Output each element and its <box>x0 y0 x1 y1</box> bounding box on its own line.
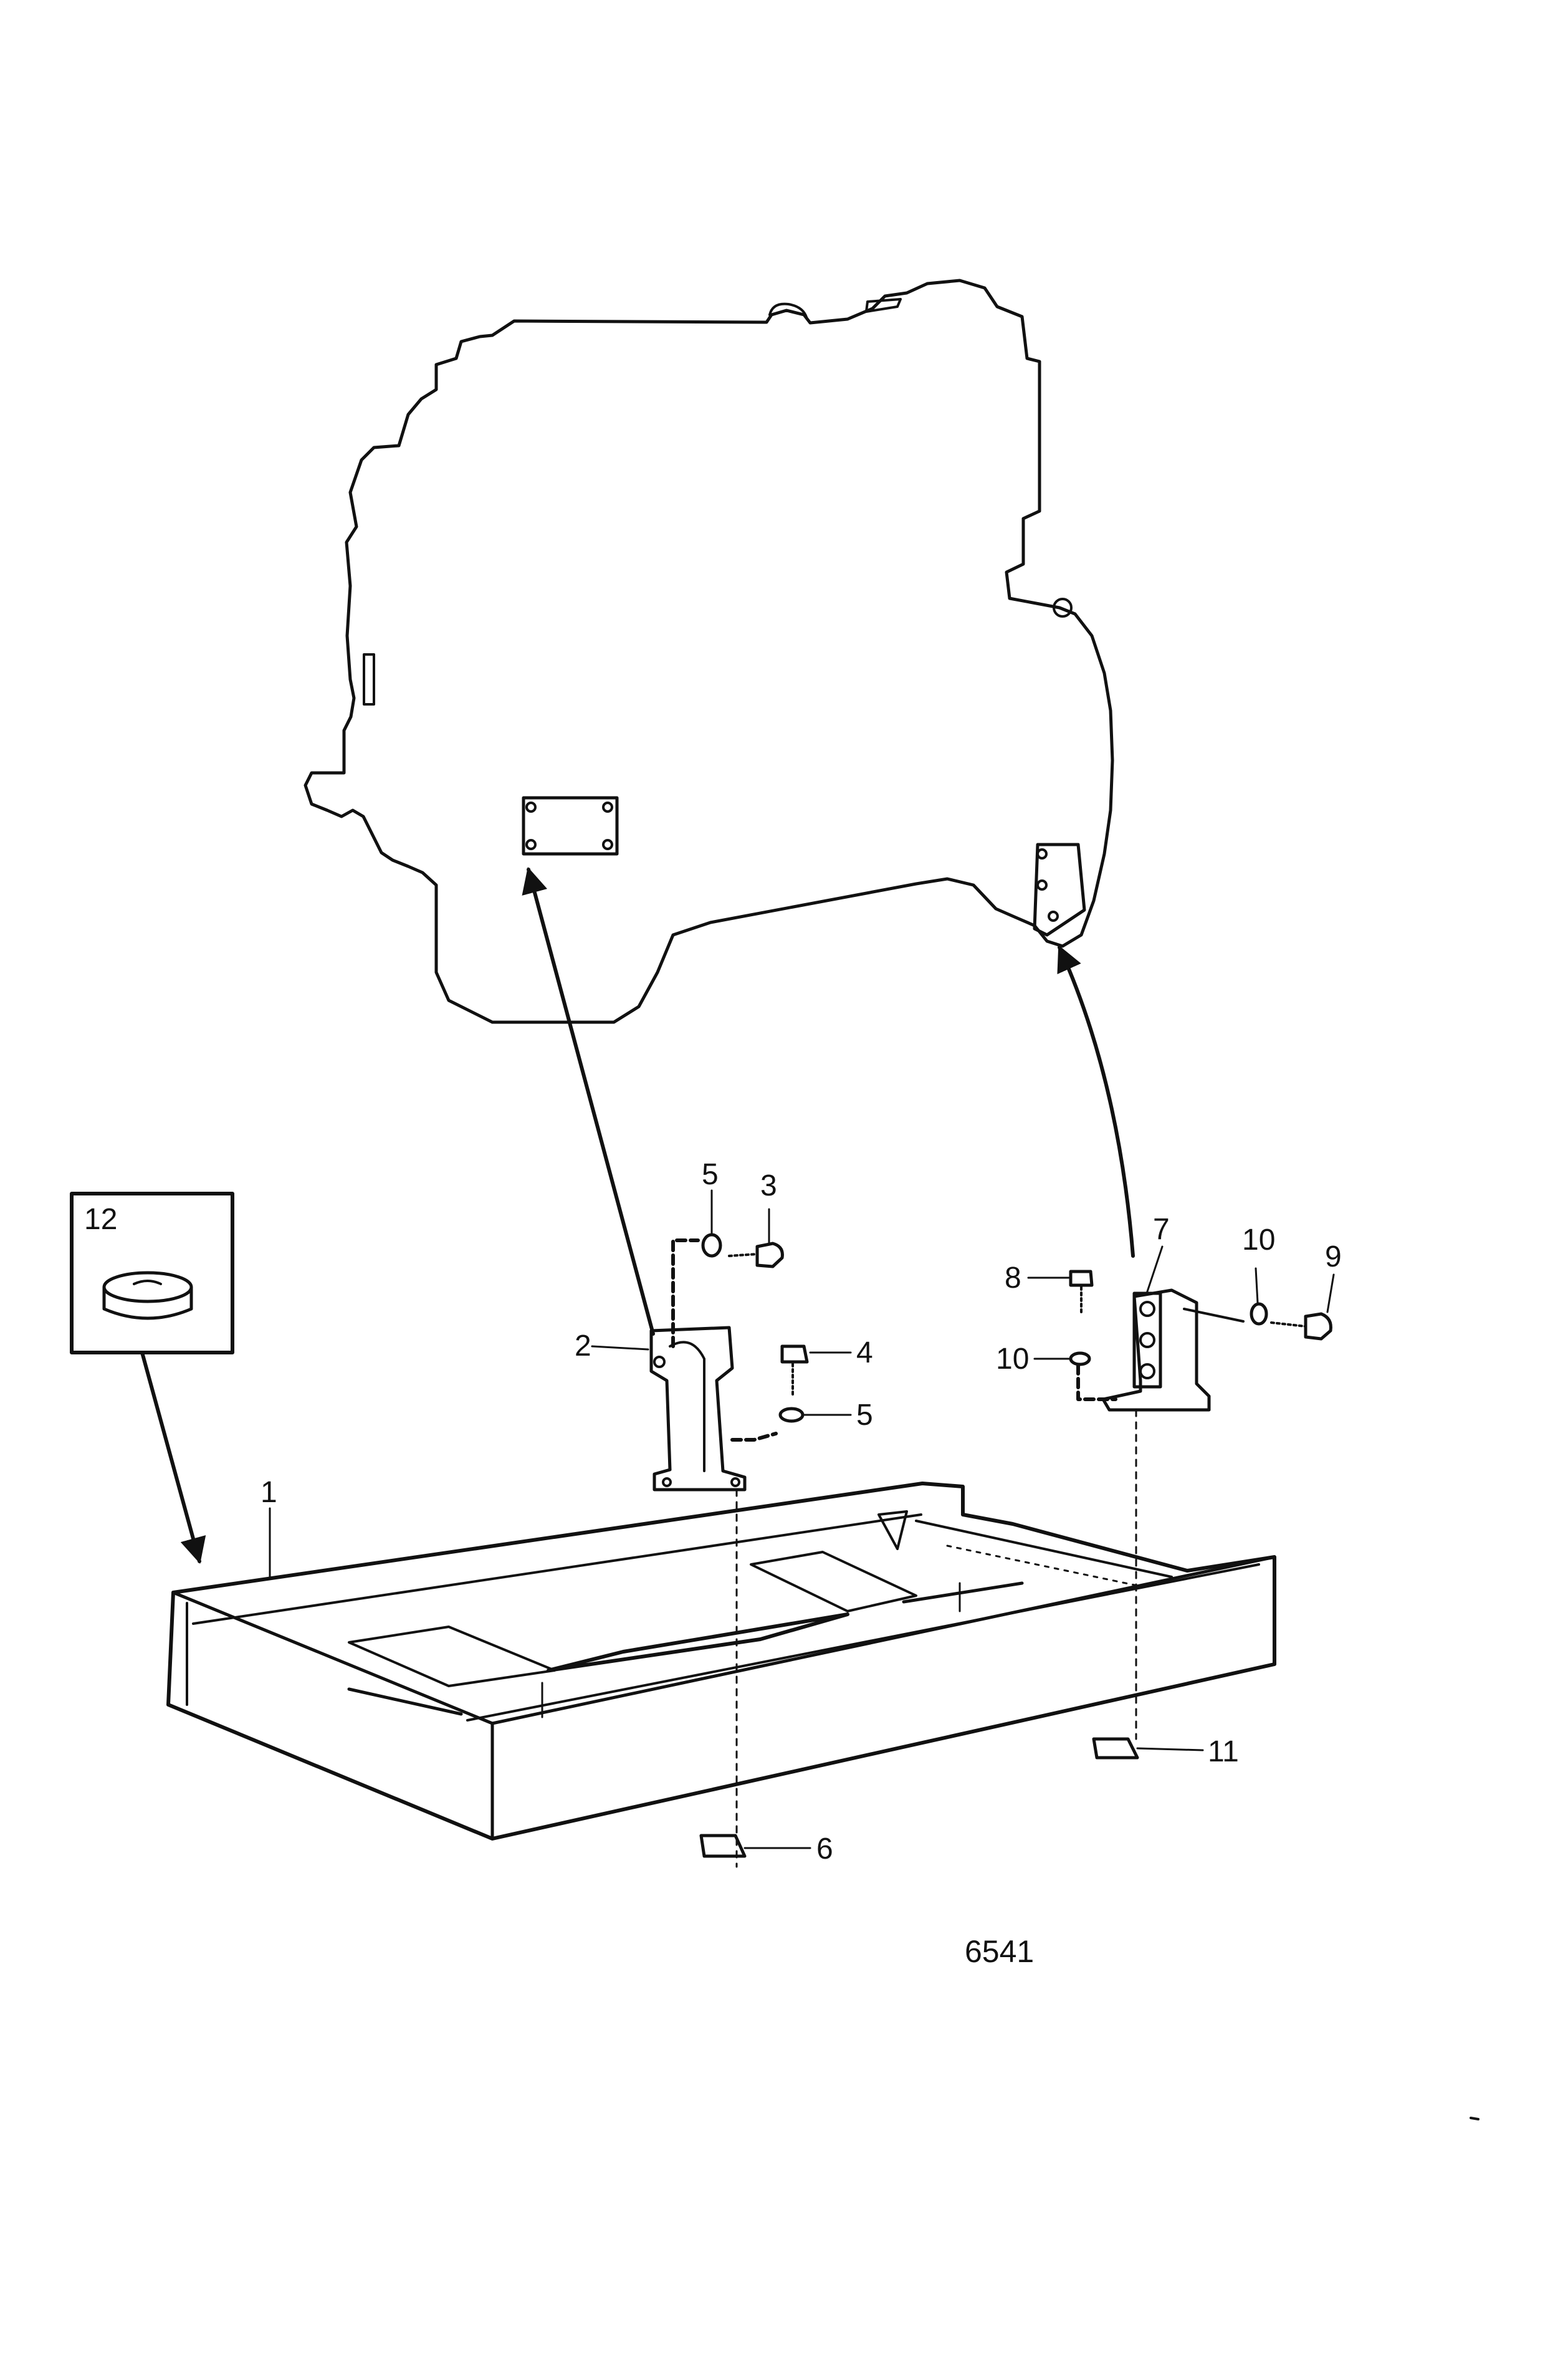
callout-7: 7 <box>1153 1213 1170 1246</box>
callout-12: 12 <box>84 1203 117 1236</box>
mount-arrows <box>140 866 1135 1564</box>
bracket-left <box>649 1238 778 1492</box>
callout-3: 3 <box>760 1169 777 1202</box>
callout-1: 1 <box>261 1476 277 1509</box>
bracket-right <box>1076 1288 1245 1412</box>
callout-5b: 5 <box>856 1399 873 1432</box>
callout-8: 8 <box>1005 1262 1021 1295</box>
callout-2: 2 <box>575 1329 591 1363</box>
callout-labels: 1 2 3 4 5 5 6 7 8 9 10 10 11 12 <box>84 1158 1342 1866</box>
leader-lines <box>269 1189 1335 1849</box>
callout-4: 4 <box>856 1336 873 1369</box>
base-frame <box>166 1482 1276 1841</box>
engine-outline <box>304 279 1114 1024</box>
callout-6: 6 <box>816 1832 833 1866</box>
callout-11: 11 <box>1208 1735 1239 1768</box>
figure-number: 6541 <box>965 1934 1034 1969</box>
callout-5a: 5 <box>702 1158 719 1191</box>
inset-damper <box>70 1192 234 1354</box>
stray-mark <box>1470 2117 1480 2120</box>
callout-9: 9 <box>1325 1240 1342 1273</box>
callout-10b: 10 <box>996 1343 1029 1376</box>
callout-10a: 10 <box>1242 1224 1275 1257</box>
